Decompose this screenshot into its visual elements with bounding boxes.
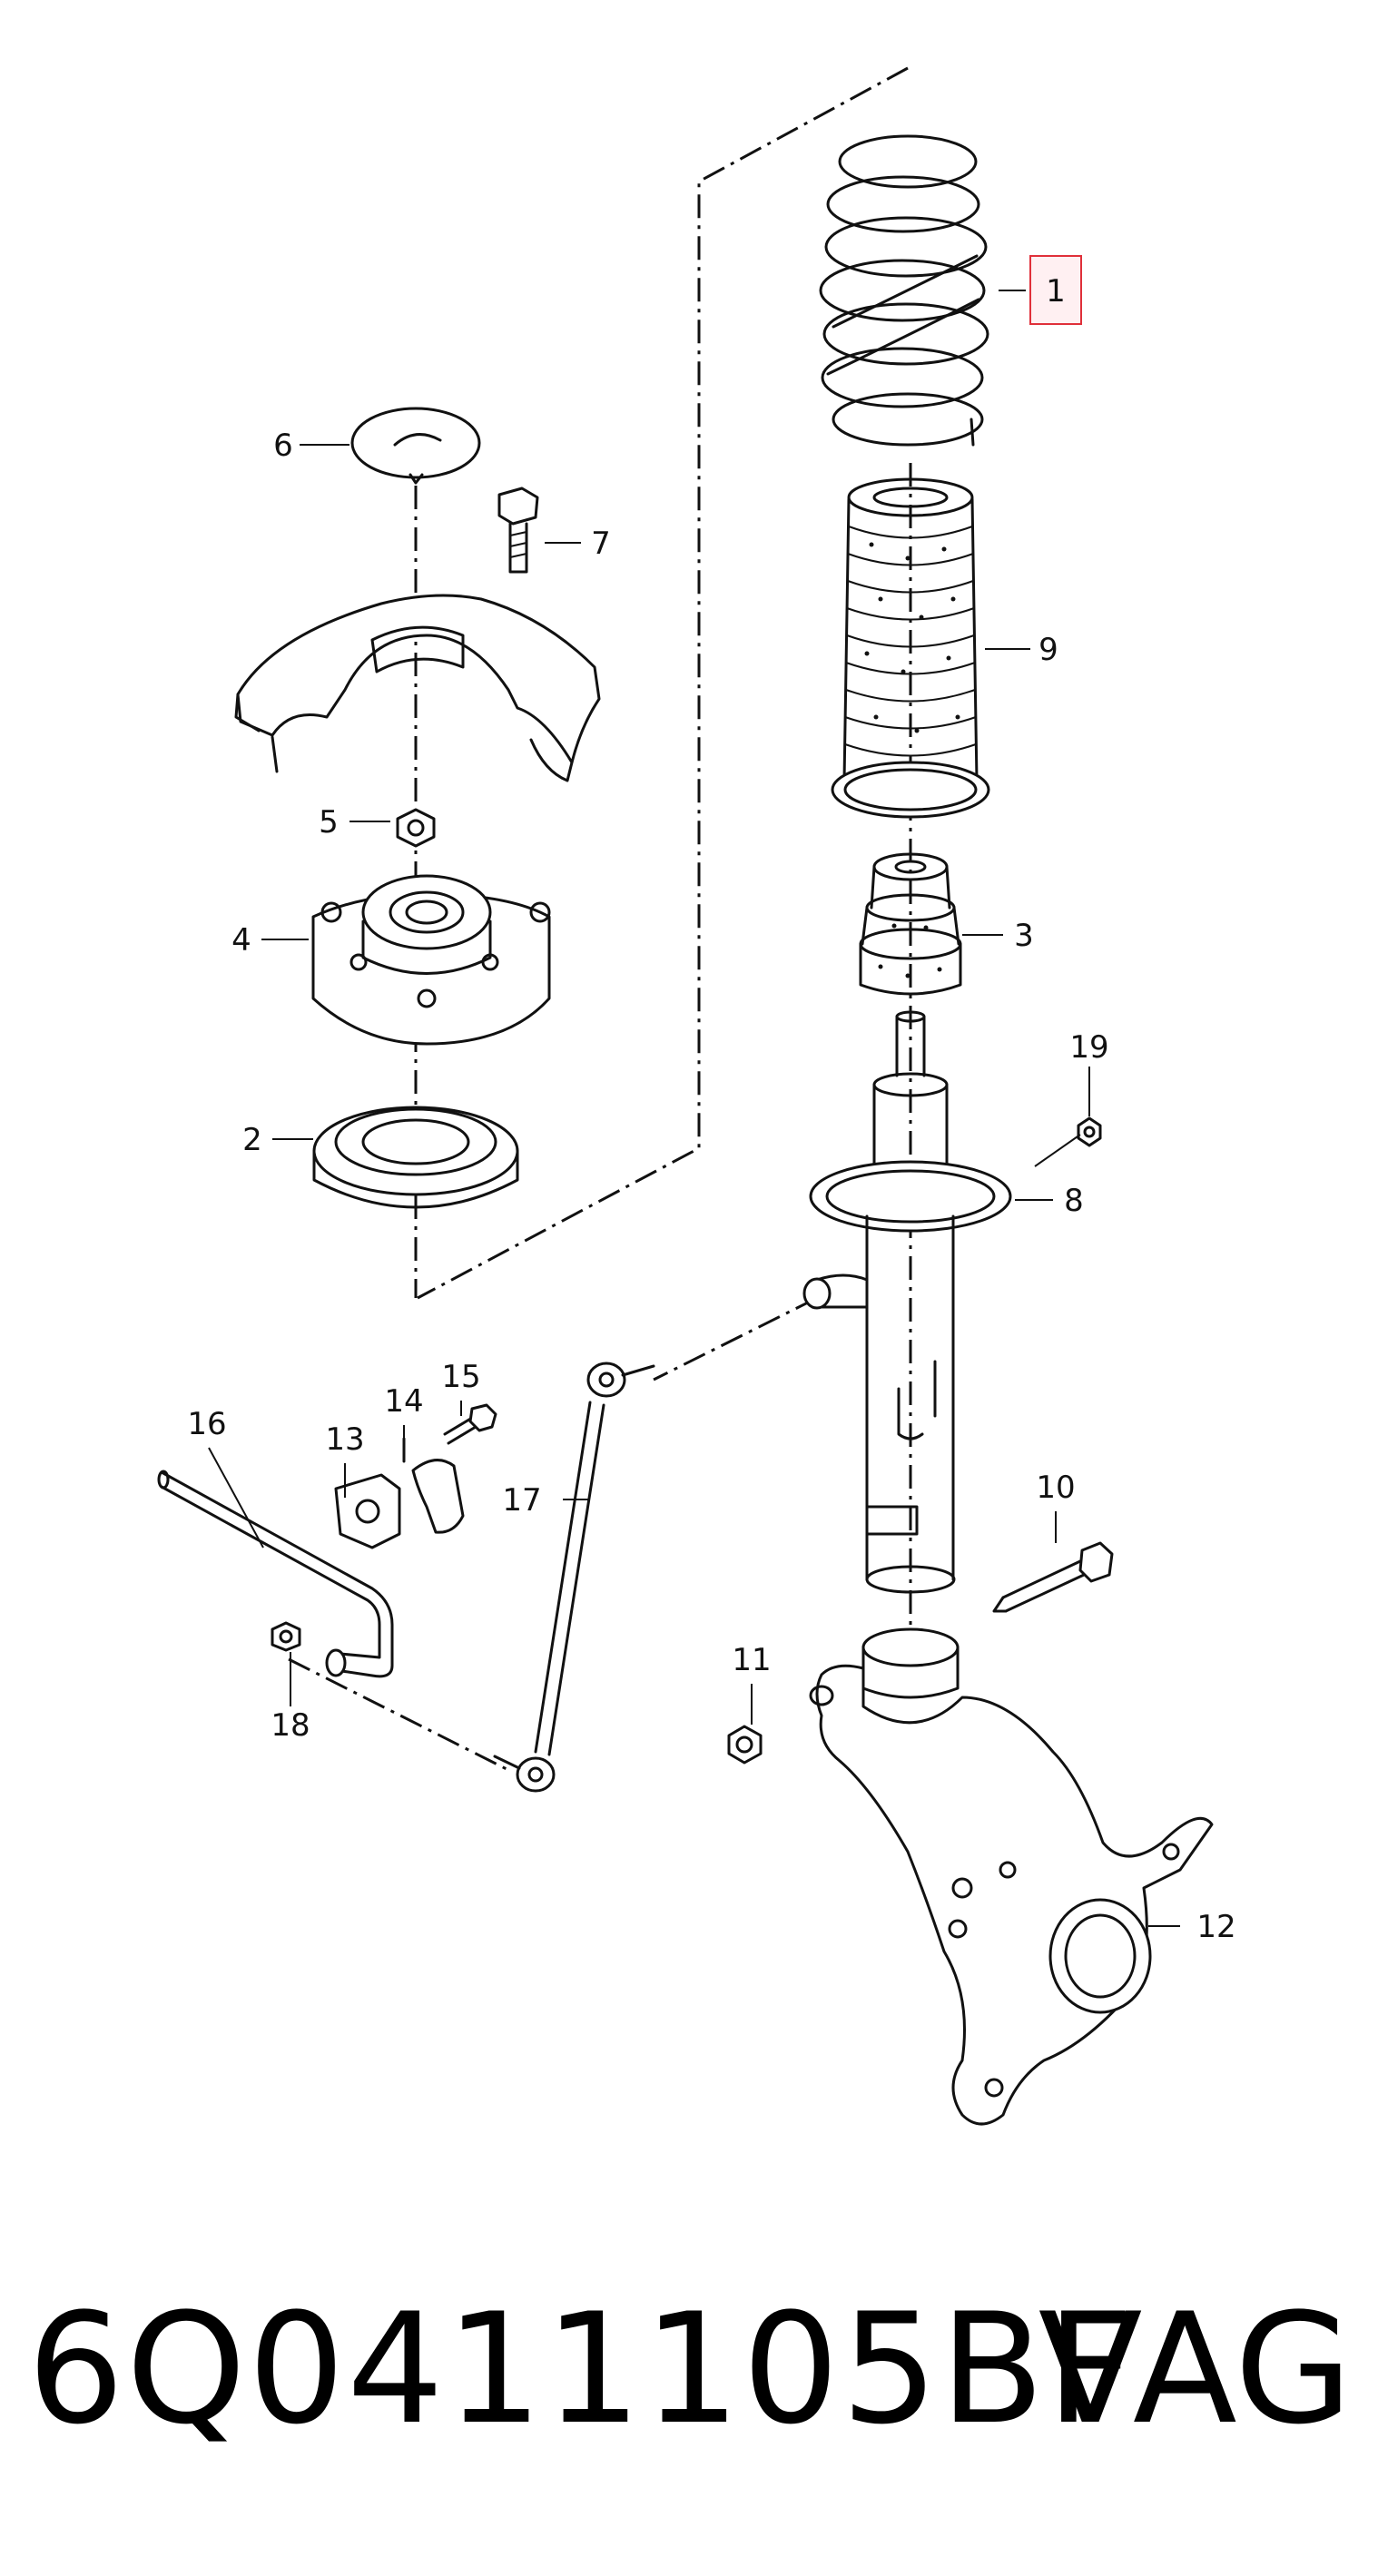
highlight-box [1029,255,1082,325]
coupling-rod [493,1362,655,1793]
callout-15: 15 [441,1359,480,1395]
callout-11: 11 [732,1642,771,1678]
callout-9: 9 [1038,632,1058,668]
nut-19 [1077,1116,1102,1147]
callout-labels: 1 2 3 4 5 6 7 8 9 10 11 12 13 14 15 16 1… [187,255,1236,1945]
stabilizer-clamp [402,1437,465,1534]
callout-2: 2 [242,1122,262,1158]
bolt-7 [497,487,539,574]
callout-7: 7 [591,526,611,562]
leader-lines [208,290,1180,1927]
bump-stop [859,852,962,996]
part-number: 6Q0411105BF [27,2280,1137,2458]
stabilizer-bushing [334,1473,401,1549]
strut-bearing [312,1106,519,1209]
callout-10: 10 [1036,1470,1075,1506]
nut-5 [396,808,436,848]
coil-spring [819,134,989,447]
stabilizer-bar [157,1470,394,1678]
callout-4: 4 [231,922,251,959]
callout-14: 14 [384,1383,423,1420]
callout-16: 16 [187,1406,226,1442]
callout-13: 13 [325,1421,364,1458]
callout-12: 12 [1196,1909,1235,1945]
strut-mount [311,874,551,1046]
dust-boot [831,477,990,819]
callout-19: 19 [1069,1029,1108,1066]
callout-8: 8 [1064,1183,1084,1219]
callout-18: 18 [271,1707,310,1744]
spring-shield [234,594,601,782]
exploded-suspension-diagram: 1 2 3 4 5 6 7 8 9 10 11 12 13 14 15 16 1… [157,66,1236,2126]
callout-17: 17 [502,1482,541,1519]
callout-6: 6 [273,428,293,464]
nut-18 [271,1621,301,1652]
callout-3: 3 [1014,918,1034,954]
callout-1: 1 [1046,273,1066,310]
callout-5: 5 [319,804,339,841]
shock-absorber-strut [802,1010,1012,1594]
bolt-15 [443,1403,497,1445]
steering-knuckle [809,1627,1214,2126]
nut-11 [727,1725,763,1765]
brand-name: VAG [1038,2280,1353,2458]
footer: 6Q0411105BF VAG [0,2269,1378,2469]
protective-cap [350,407,481,485]
bolt-10 [992,1541,1114,1613]
